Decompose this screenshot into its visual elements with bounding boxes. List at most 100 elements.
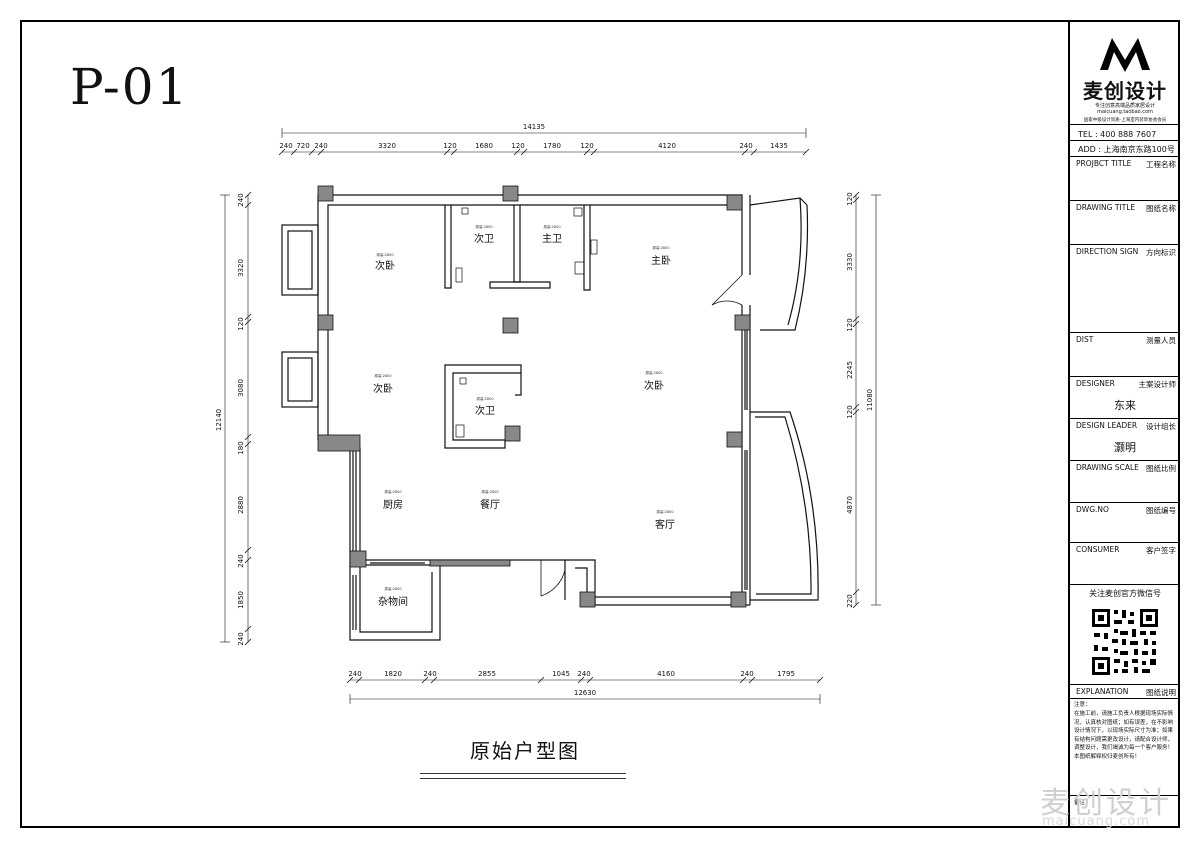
remark-label: 备注： [1074, 800, 1091, 806]
room-note: 原高:2800 [384, 586, 401, 591]
brand-name: 麦创设计 [1083, 79, 1167, 103]
tb-row-design-leader: DESIGN LEADER 设计组长 灏明 [1070, 418, 1180, 460]
tb-label-cn: 测量人员 [1146, 336, 1176, 345]
dim-left-seg: 180 [237, 441, 245, 454]
room-label: 杂物间 [378, 595, 408, 608]
dim-top-seg: 4120 [658, 142, 676, 150]
tb-row-dist: DIST 测量人员 [1070, 332, 1180, 376]
room-label: 次卧 [373, 382, 393, 395]
room-label: 主卫 [542, 233, 562, 245]
dim-right-seg: 4870 [846, 496, 854, 514]
tb-row-dwg-no: DWG.NO 图纸编号 [1070, 502, 1180, 542]
dim-top-seg: 120 [443, 142, 456, 150]
tb-row-project: PROJBCT TITLE 工程名称 [1070, 156, 1180, 200]
dim-left-total: 12140 [215, 409, 223, 431]
tb-label: DESIGN LEADER [1076, 421, 1138, 430]
tb-label-cn: 图纸比例 [1146, 464, 1176, 473]
tb-label-cn: 主案设计师 [1138, 380, 1177, 389]
tb-label-cn: 图纸编号 [1146, 506, 1176, 515]
brand-logo-icon [1100, 38, 1150, 72]
room-label: 主卧 [651, 254, 671, 267]
dim-bottom-seg: 1820 [384, 670, 402, 678]
dim-top-seg: 120 [580, 142, 593, 150]
tb-label: CONSUMER [1076, 545, 1120, 554]
room-label: 次卫 [474, 232, 494, 245]
qr-code-icon [1090, 607, 1160, 677]
dim-right-seg: 120 [846, 318, 854, 331]
dim-top-seg: 240 [739, 142, 752, 150]
dim-bottom-seg: 4160 [657, 670, 675, 678]
room-note: 原高:2800 [652, 245, 669, 250]
dim-bottom-total: 12630 [574, 689, 596, 697]
dim-top-seg: 1780 [543, 142, 561, 150]
room-label: 客厅 [655, 518, 675, 531]
tb-row-notes [1070, 698, 1180, 828]
tb-label: DESIGNER [1076, 379, 1115, 388]
room-note: 原高:2800 [374, 373, 391, 378]
tb-add-row [1070, 140, 1180, 156]
brand-association: 国家中级设计资质·上海室内装饰协会会员 [1083, 118, 1167, 123]
dim-top-seg: 1435 [770, 142, 788, 150]
follow-wechat-text: 关注麦创官方微信号 [1089, 589, 1161, 598]
tel-text: TEL : 400 888 7607 [1078, 130, 1157, 139]
dim-right-total: 11080 [866, 389, 874, 411]
room-note: 原高:2800 [376, 252, 393, 257]
title-underline [420, 773, 626, 774]
room-note: 原高:2800 [656, 509, 673, 514]
dim-top-seg: 120 [511, 142, 524, 150]
sheet-code: P-01 [70, 58, 190, 116]
design-leader-name: 灏明 [1114, 441, 1136, 454]
dim-right-seg: 120 [846, 405, 854, 418]
doors [540, 274, 743, 597]
room-note: 原高:2800 [543, 224, 560, 229]
room-label: 餐厅 [480, 498, 500, 511]
brand-slogan: 专注创意高端品质家居设计 [1094, 103, 1155, 109]
dim-right-seg: 2245 [846, 361, 854, 379]
tb-label-cn: 工程名称 [1146, 160, 1176, 169]
dim-bottom-seg: 1045 [552, 670, 570, 678]
watermark-url: maicuang.com [1042, 814, 1150, 829]
tb-tel-row [1070, 124, 1180, 140]
room-label: 次卧 [644, 379, 664, 392]
tb-row-drawing-title: DRAWING TITLE 图纸名称 [1070, 200, 1180, 244]
tb-label: DRAWING TITLE [1076, 203, 1136, 212]
tb-label-cn: 图纸说明 [1146, 688, 1176, 697]
tb-row-consumer: CONSUMER 客户签字 [1070, 542, 1180, 584]
dim-left-seg: 3080 [237, 379, 245, 397]
fixtures [455, 207, 598, 438]
dimension-lines [220, 128, 881, 704]
room-label: 厨房 [383, 498, 403, 511]
tb-label-cn: 设计组长 [1146, 422, 1176, 431]
dim-left-seg: 3320 [237, 259, 245, 277]
tb-label-cn: 方向标识 [1146, 248, 1176, 257]
room-labels: 原高:2800 次卧 原高:2800 次卫 原高:2800 主卫 原高:2800… [373, 224, 675, 608]
dim-top-seg: 240 [279, 142, 292, 150]
title-block: 麦创设计 专注创意高端品质家居设计 maicuang.taobao.com 国家… [1068, 20, 1180, 828]
floor-plan: 14135 240 720 240 3320 120 1680 120 1780… [215, 123, 881, 704]
dim-right-seg: 3330 [846, 253, 854, 271]
note-text: 在施工前，请施工负责人根据现场实际情况，认真核对图纸；如有误差，在不影响设计情况… [1074, 711, 1174, 760]
room-note: 原高:2800 [475, 224, 492, 229]
dim-bottom-seg: 240 [423, 670, 436, 678]
title-underline [420, 778, 626, 779]
dim-bottom-seg: 240 [740, 670, 753, 678]
dimension-ticks [244, 148, 860, 684]
walls [281, 194, 819, 641]
dimension-texts: 14135 240 720 240 3320 120 1680 120 1780… [215, 123, 874, 697]
tb-row-direction: DIRECTION SIGN 方向标识 [1070, 244, 1180, 332]
columns [317, 185, 751, 608]
room-note: 原高:2800 [476, 396, 493, 401]
tb-row-explanation: EXPLANATION 图纸说明 [1070, 684, 1180, 698]
dim-bottom-seg: 1795 [777, 670, 795, 678]
dim-right-seg: 120 [846, 192, 854, 205]
dim-right-seg: 220 [846, 594, 854, 607]
dim-top-seg: 720 [296, 142, 309, 150]
tb-row-designer: DESIGNER 主案设计师 东来 [1070, 376, 1180, 418]
room-note: 原高:2800 [384, 489, 401, 494]
tb-label-cn: 图纸名称 [1146, 204, 1176, 213]
dim-top-seg: 240 [314, 142, 327, 150]
dim-left-seg: 240 [237, 632, 245, 645]
designer-name: 东来 [1114, 399, 1136, 412]
tb-label: DRAWING SCALE [1076, 463, 1139, 472]
room-label: 次卫 [475, 404, 495, 417]
